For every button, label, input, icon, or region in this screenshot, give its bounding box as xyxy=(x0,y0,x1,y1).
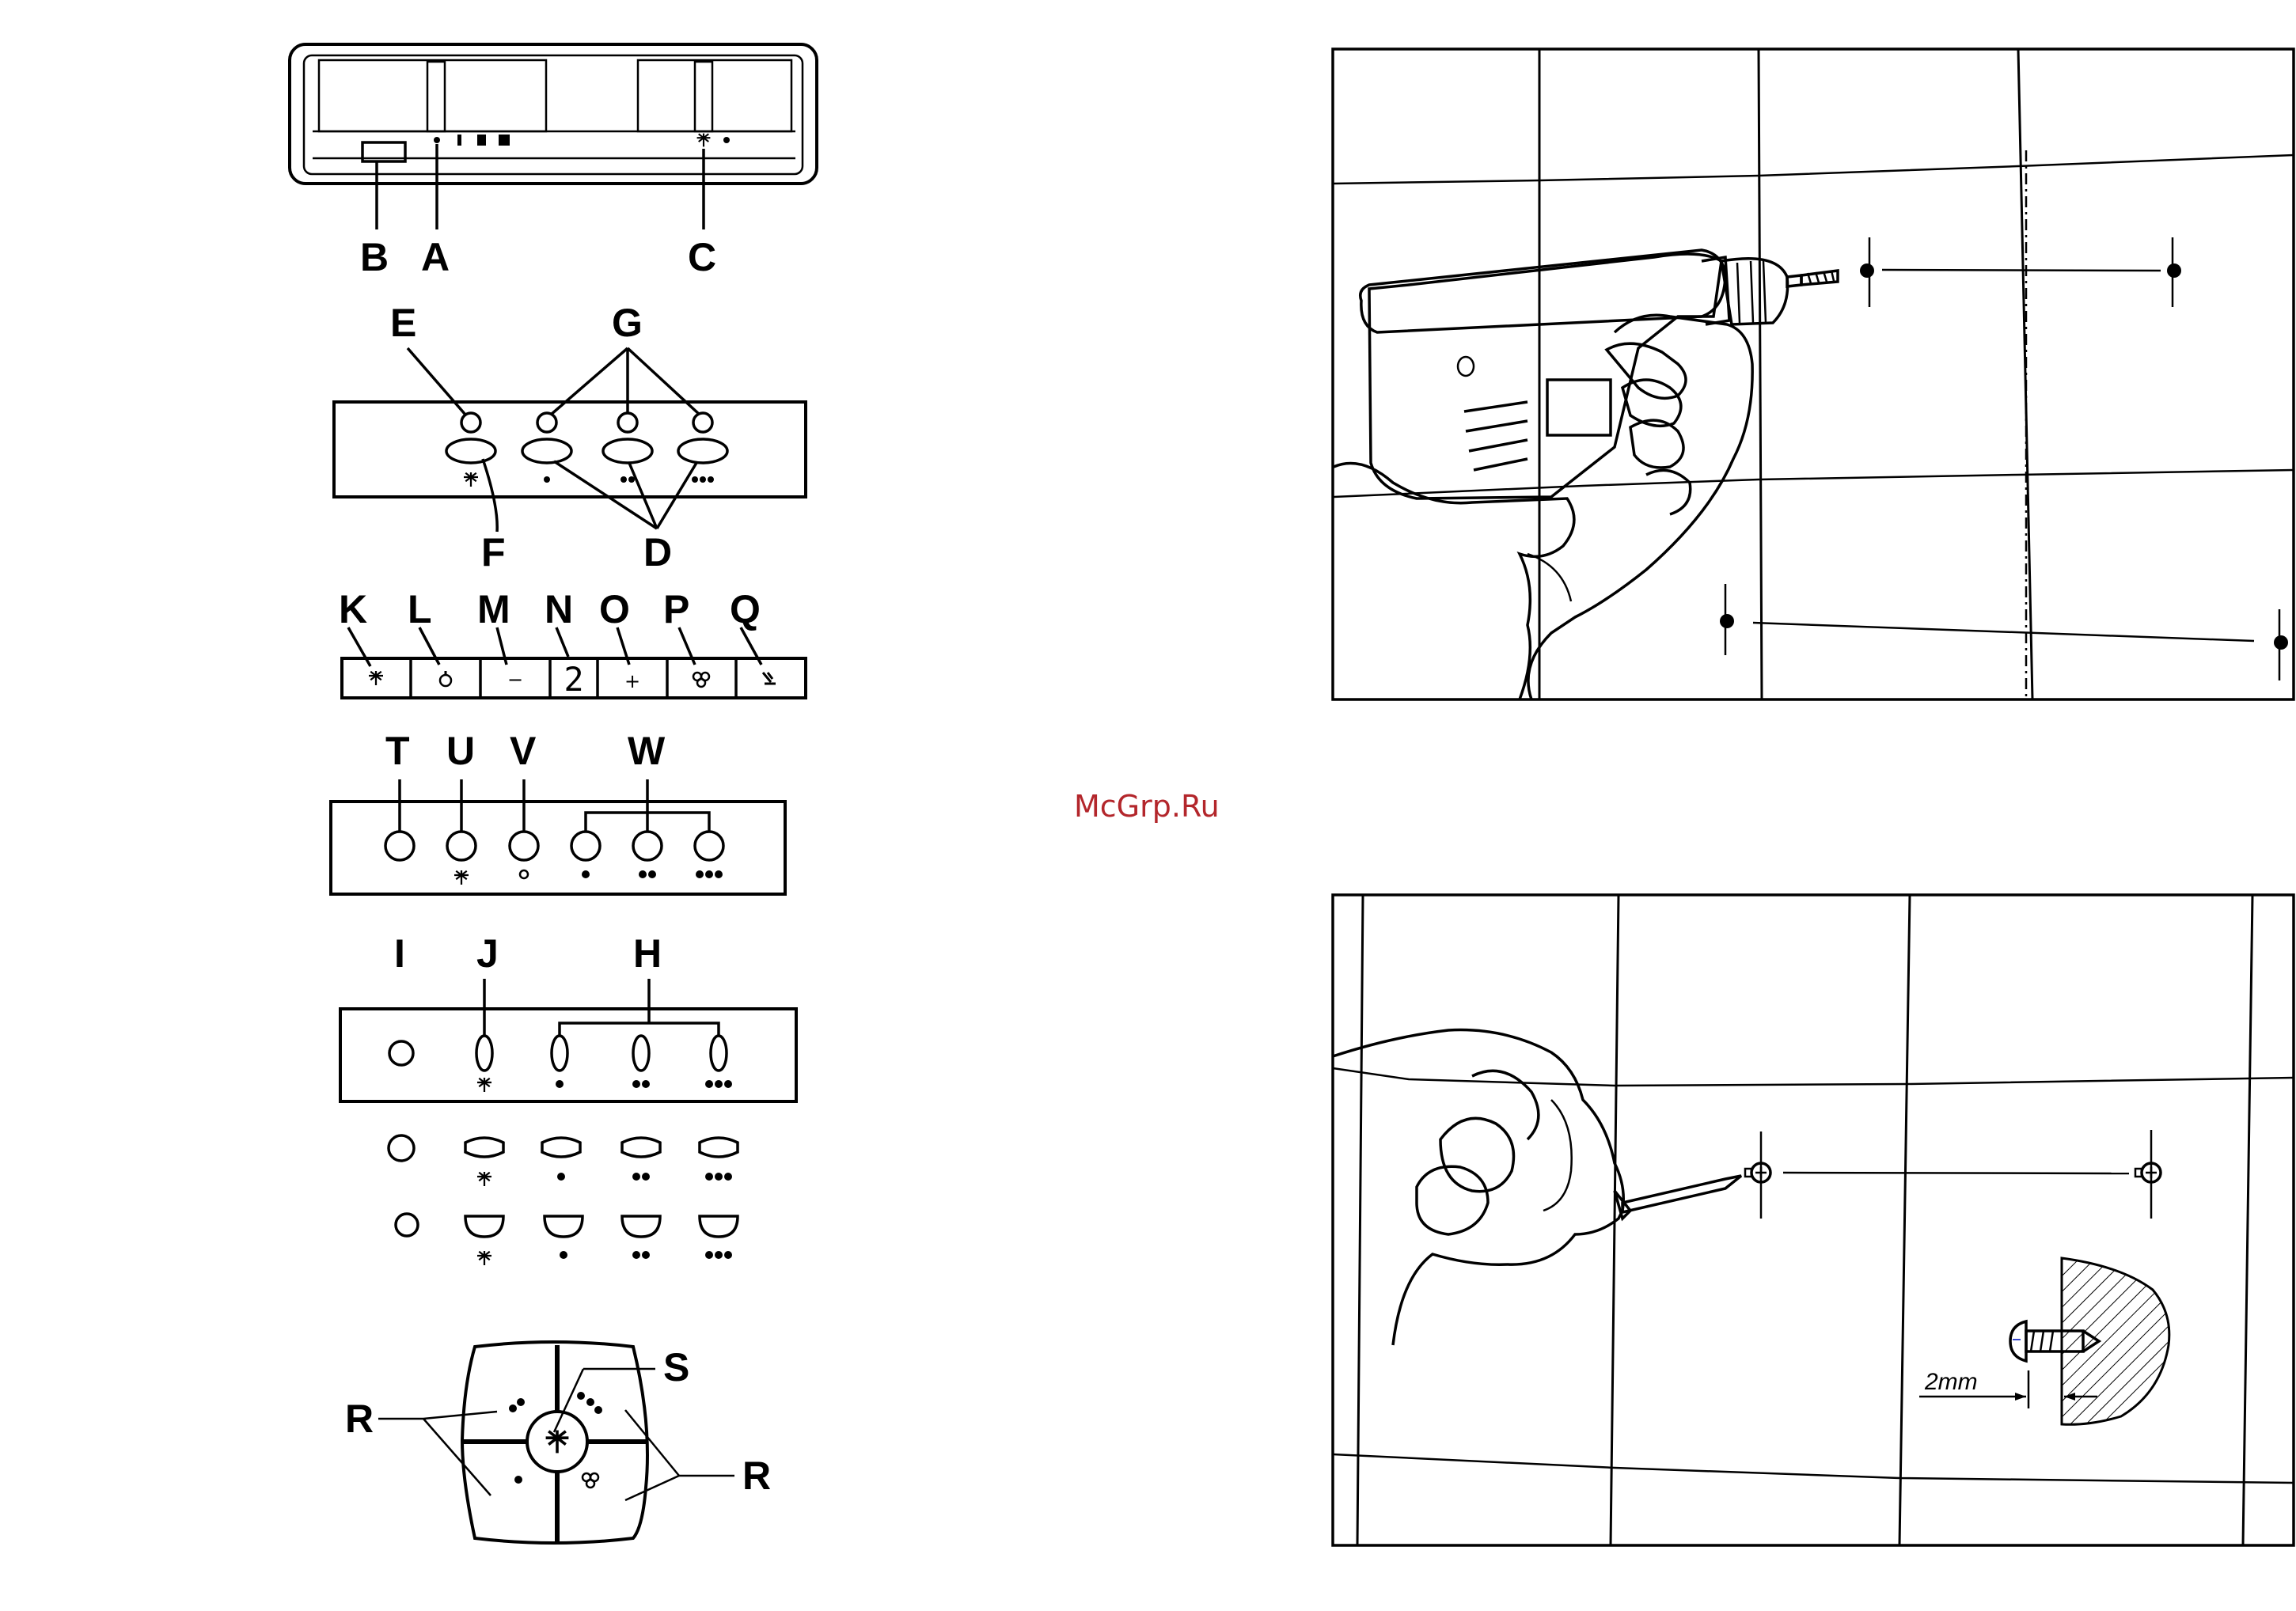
label-u: U xyxy=(446,729,475,773)
label-f: F xyxy=(481,530,506,574)
marking-line-top xyxy=(1860,237,2181,307)
screw-section-detail: 2mm xyxy=(1919,1258,2169,1424)
label-m: M xyxy=(477,587,510,631)
slider-control-panel: B A C xyxy=(290,44,817,279)
light-icon xyxy=(477,1172,491,1186)
label-s: S xyxy=(663,1345,689,1389)
screw-left xyxy=(1745,1131,1770,1219)
round-button-panel: T U V W xyxy=(331,729,785,894)
touch-control-strip: − 2 + K L M N O P Q xyxy=(339,587,806,699)
label-c: C xyxy=(688,235,716,279)
marking-line-bottom xyxy=(1720,584,2288,680)
push-button-panel: E G F D xyxy=(334,301,806,574)
minus-symbol: − xyxy=(507,669,523,691)
label-j: J xyxy=(476,931,499,976)
label-p: P xyxy=(663,587,689,631)
label-b: B xyxy=(360,235,389,279)
square-touch-panel: S R R xyxy=(345,1342,771,1543)
button-variants-row-1 xyxy=(389,1135,738,1186)
label-l: L xyxy=(408,587,432,631)
speed-display: 2 xyxy=(564,660,583,699)
toggle-switch-panel: I J H xyxy=(340,931,796,1101)
label-k: K xyxy=(339,587,367,631)
label-d: D xyxy=(643,530,672,574)
label-v: V xyxy=(510,729,537,773)
label-g: G xyxy=(612,301,643,345)
watermark-text: McGrp.Ru xyxy=(1074,789,1220,824)
label-o: O xyxy=(599,587,630,631)
label-h: H xyxy=(633,931,662,976)
label-w: W xyxy=(628,729,666,773)
label-e: E xyxy=(390,301,416,345)
label-i: I xyxy=(394,931,405,976)
label-a: A xyxy=(421,235,450,279)
label-r-left: R xyxy=(345,1397,374,1441)
label-t: T xyxy=(385,729,410,773)
label-r-right: R xyxy=(742,1454,771,1498)
dimension-label: 2mm xyxy=(1924,1369,1978,1395)
button-variants-row-2 xyxy=(396,1214,738,1265)
plus-symbol: + xyxy=(624,670,640,692)
light-icon xyxy=(477,1251,491,1265)
drilling-illustration xyxy=(1333,49,2294,699)
screw-right xyxy=(2135,1130,2161,1219)
label-n: N xyxy=(545,587,573,631)
screwing-illustration: 2mm xyxy=(1333,895,2294,1545)
label-q: Q xyxy=(730,587,761,631)
